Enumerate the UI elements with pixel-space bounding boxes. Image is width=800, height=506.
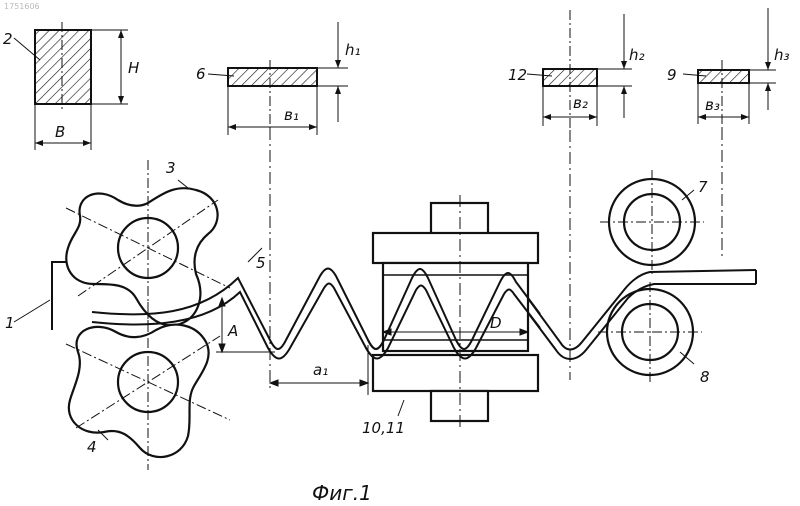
label-h3: h₃ [774, 46, 790, 64]
label-b3: в₃ [705, 96, 720, 114]
label-dimension-D: D [490, 314, 502, 332]
label-dimension-A: A [227, 322, 238, 340]
label-H: H [128, 59, 139, 77]
document-id: 1751606 [4, 2, 40, 11]
label-h1: h₁ [345, 41, 361, 59]
label-section-9: 9 [667, 66, 677, 84]
spool-assembly-10-11 [373, 195, 538, 430]
label-section-6: 6 [196, 65, 206, 83]
section-12-strip [527, 10, 632, 130]
roller-8 [598, 282, 702, 382]
label-part-7: 7 [698, 178, 708, 196]
label-part-5: 5 [256, 254, 266, 272]
section-2-blank [14, 22, 128, 150]
label-section-2: 2 [3, 30, 13, 48]
label-h2: h₂ [629, 46, 645, 64]
label-b1: в₁ [284, 106, 299, 124]
label-part-1: 1 [5, 314, 15, 332]
label-b2: в₂ [573, 94, 588, 112]
label-part-8: 8 [700, 368, 710, 386]
label-B: B [55, 123, 65, 141]
label-part-10-11: 10,11 [362, 419, 405, 437]
label-dimension-a1: a₁ [313, 361, 328, 379]
section-9-strip [683, 8, 776, 128]
label-part-4: 4 [87, 438, 97, 456]
label-section-12: 12 [508, 66, 527, 84]
section-6-strip [208, 22, 348, 135]
figure-caption: Фиг.1 [312, 481, 372, 505]
label-part-3: 3 [166, 159, 176, 177]
roller-7 [600, 170, 704, 274]
